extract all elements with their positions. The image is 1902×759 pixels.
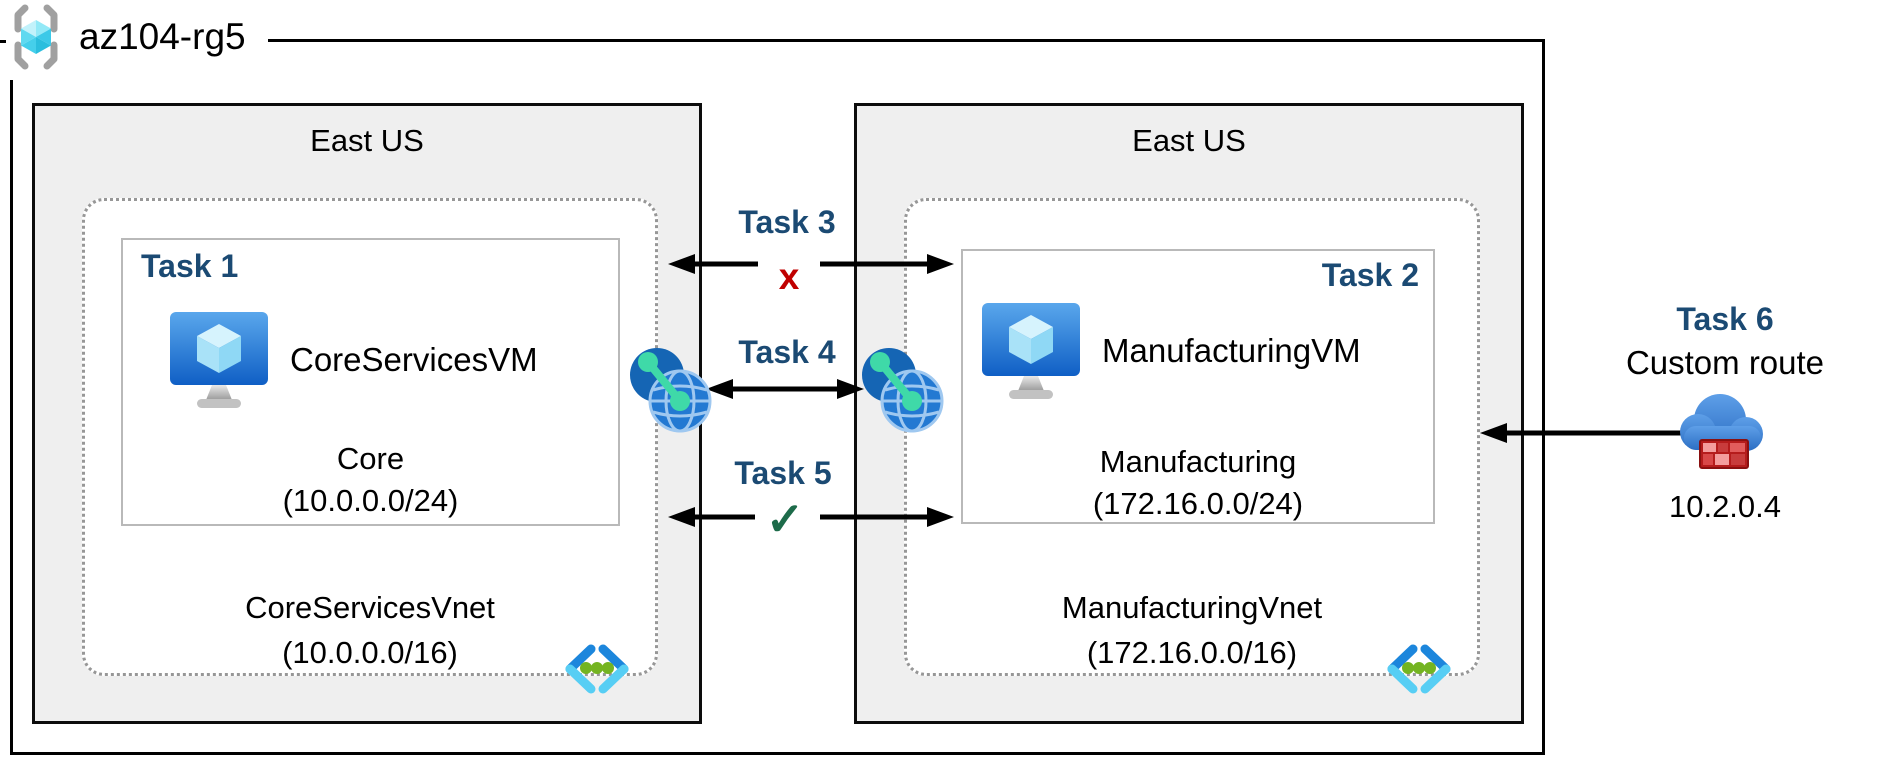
resource-group-name: az104-rg5 xyxy=(79,16,246,57)
virtual-machine-icon xyxy=(982,303,1080,399)
custom-route-block: Task 6 Custom route xyxy=(1597,297,1853,385)
region-title: East US xyxy=(1132,123,1246,158)
manufacturing-vnet-box: Task 2 ManufacturingVM Manufacturing (17… xyxy=(904,198,1480,694)
region-east-us-left: East US Task 1 CoreServicesVM Cor xyxy=(32,103,702,724)
network-peering-icon xyxy=(862,348,944,433)
task-5-double-arrow xyxy=(668,507,954,527)
task-6-label: Task 6 xyxy=(1676,301,1774,337)
region-title: East US xyxy=(310,123,424,158)
task-3-double-arrow xyxy=(668,254,954,274)
core-services-vnet-box: Task 1 CoreServicesVM Core (10.0.0.0/24) xyxy=(82,198,658,694)
resource-group-icon xyxy=(14,4,58,70)
custom-route-ip: 10.2.0.4 xyxy=(1668,489,1782,524)
custom-route-title: Custom route xyxy=(1625,344,1825,381)
vnet-name: ManufacturingVnet (172.16.0.0/16) xyxy=(1061,590,1323,670)
vm-row: ManufacturingVM xyxy=(982,303,1361,399)
task-2-label: Task 2 xyxy=(1321,257,1419,293)
virtual-machine-icon xyxy=(170,312,268,408)
task-3-label: Task 3 xyxy=(738,204,836,240)
network-peering-icon xyxy=(630,348,712,433)
vnet-name: CoreServicesVnet (10.0.0.0/16) xyxy=(245,590,495,670)
virtual-network-icon xyxy=(565,644,629,694)
cloud-firewall-icon xyxy=(1680,394,1763,469)
manufacturing-subnet-box: Task 2 ManufacturingVM Manufacturing (17… xyxy=(961,249,1435,524)
allowed-check-marker: ✓ xyxy=(765,493,805,545)
subnet-name: Core (10.0.0.0/24) xyxy=(282,441,459,518)
task-5-label: Task 5 xyxy=(734,455,832,491)
resource-group-box xyxy=(10,39,1545,755)
region-east-us-right: East US Task 2 ManufacturingVM Ma xyxy=(854,103,1524,724)
task-4-label: Task 4 xyxy=(738,334,836,370)
task-1-label: Task 1 xyxy=(141,248,239,284)
virtual-network-icon xyxy=(1387,644,1451,694)
vm-row: CoreServicesVM xyxy=(170,312,538,408)
vm-name: CoreServicesVM xyxy=(290,341,538,378)
task-4-double-arrow xyxy=(706,379,864,399)
custom-route-arrow xyxy=(1480,423,1695,443)
core-subnet-box: Task 1 CoreServicesVM Core (10.0.0.0/24) xyxy=(121,238,620,526)
resource-group-label: az104-rg5 xyxy=(6,2,268,80)
blocked-x-marker: x xyxy=(778,256,800,297)
subnet-name: Manufacturing (172.16.0.0/24) xyxy=(1092,444,1304,521)
vm-name: ManufacturingVM xyxy=(1102,332,1361,369)
